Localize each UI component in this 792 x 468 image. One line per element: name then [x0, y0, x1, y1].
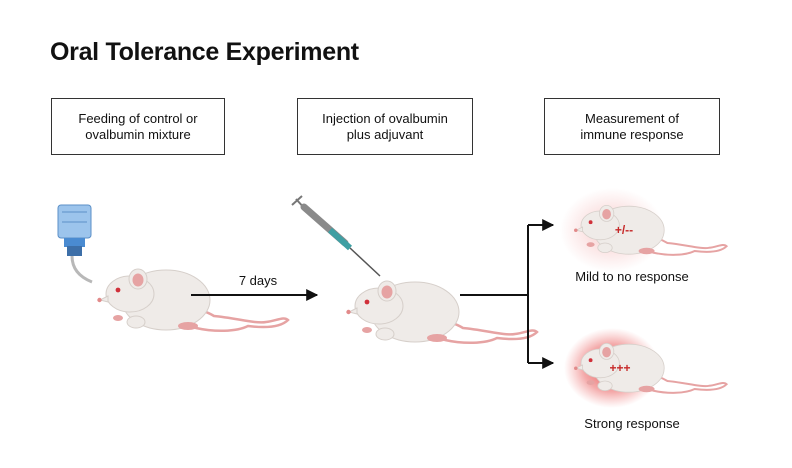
water-bottle-icon — [57, 204, 93, 284]
step-label-measurement: Measurement of immune response — [580, 110, 684, 142]
step-box-injection: Injection of ovalbumin plus adjuvant — [297, 98, 473, 155]
step-box-feeding: Feeding of control or ovalbumin mixture — [51, 98, 225, 155]
branch-arrow — [460, 219, 555, 369]
strong-response-label: Strong response — [584, 416, 679, 431]
step-box-measurement: Measurement of immune response — [544, 98, 720, 155]
interval-label: 7 days — [239, 273, 278, 288]
mouse-injection-icon — [345, 279, 539, 345]
syringe-icon — [291, 195, 381, 277]
mild-response-label: Mild to no response — [575, 269, 688, 284]
step-label-injection: Injection of ovalbumin plus adjuvant — [322, 110, 448, 142]
strong-response-badge: +++ — [609, 361, 630, 375]
page-title: Oral Tolerance Experiment — [50, 38, 359, 66]
step-label-feeding: Feeding of control or ovalbumin mixture — [78, 110, 198, 142]
mild-response-badge: +/-- — [615, 223, 633, 237]
